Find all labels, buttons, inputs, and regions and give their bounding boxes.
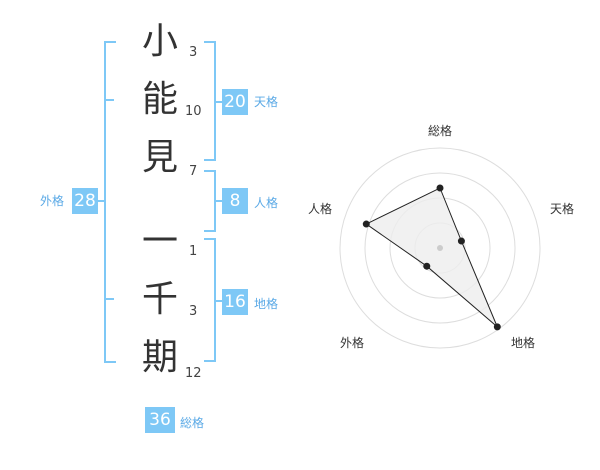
radar-axis-label-chikaku: 地格 — [511, 336, 536, 350]
radar-series-polygon — [365, 187, 498, 328]
radar-point-1 — [457, 237, 465, 245]
radar-point-2 — [493, 323, 501, 331]
radar-center-dot — [437, 245, 443, 251]
radar-grid-ring — [339, 147, 541, 349]
name-char-1: 小 — [141, 21, 178, 62]
gaikaku-label: 外格 — [40, 194, 65, 208]
tenkaku-bracket — [204, 41, 216, 161]
name-char-3: 見 — [141, 137, 178, 178]
radar-axis-label-jinkaku: 人格 — [308, 202, 333, 216]
name-char-5: 千 — [141, 279, 178, 320]
soukaku-label: 総格 — [180, 416, 205, 430]
name-char-6: 期 — [141, 337, 178, 378]
radar-axis-label-gaikaku: 外格 — [340, 336, 365, 350]
radar-point-4 — [362, 220, 370, 228]
stroke-count-1: 3 — [189, 45, 198, 60]
tenkaku-value: 20 — [222, 89, 248, 115]
radar-axis-label-soukaku: 総格 — [428, 124, 453, 138]
stroke-count-2: 10 — [185, 104, 202, 119]
chikaku-connector — [216, 300, 222, 302]
tenkaku-connector — [216, 101, 222, 103]
chikaku-label: 地格 — [254, 297, 279, 311]
radar-grid-ring — [364, 172, 516, 324]
chikaku-bracket — [204, 238, 216, 362]
stroke-count-6: 12 — [185, 366, 202, 381]
stroke-count-5: 3 — [189, 304, 198, 319]
jinkaku-label: 人格 — [254, 196, 279, 210]
tenkaku-label: 天格 — [254, 95, 279, 109]
stroke-count-3: 7 — [189, 164, 198, 179]
soukaku-value: 36 — [145, 407, 175, 433]
radar-axis-label-tenkaku: 天格 — [550, 202, 575, 216]
jinkaku-value: 8 — [222, 188, 248, 214]
gaikaku-bracket-tick — [104, 99, 114, 101]
name-char-2: 能 — [141, 79, 178, 120]
gaikaku-bracket-tick — [104, 298, 114, 300]
gaikaku-bracket — [104, 41, 116, 363]
jinkaku-bracket — [204, 170, 216, 232]
jinkaku-connector — [216, 200, 222, 202]
chikaku-value: 16 — [222, 289, 248, 315]
radar-point-0 — [436, 184, 444, 192]
name-char-4: 一 — [141, 221, 178, 262]
stroke-count-4: 1 — [189, 244, 198, 259]
gaikaku-connector — [98, 200, 104, 202]
radar-point-3 — [423, 262, 431, 270]
gaikaku-value: 28 — [72, 188, 98, 214]
